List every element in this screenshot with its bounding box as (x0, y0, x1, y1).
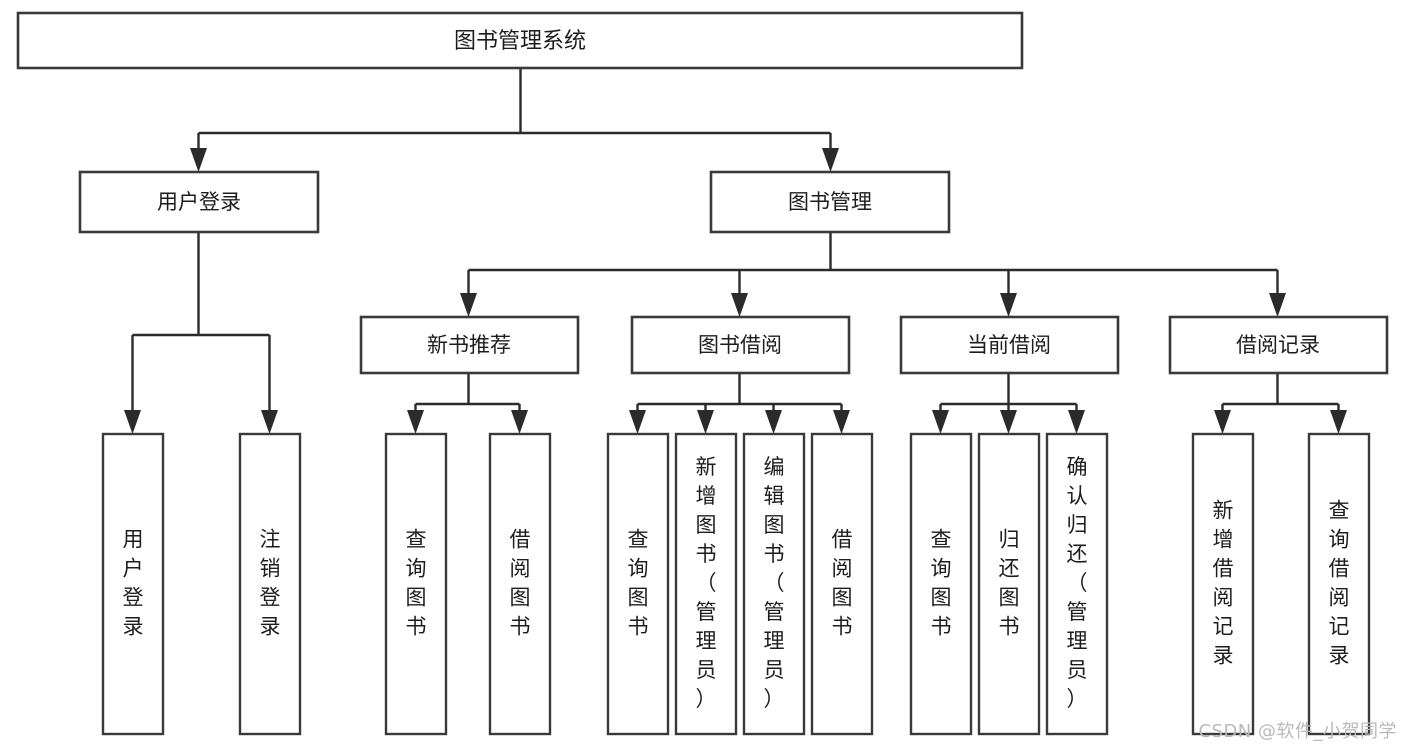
leaf-query-book-2-box[interactable] (606, 432, 670, 736)
leaf-borrow-book-2-label: 借阅图书 (832, 528, 853, 639)
leaf-add-record[interactable]: 新增借阅记录 (1191, 432, 1255, 736)
node-root-label: 图书管理系统 (454, 29, 586, 54)
node-new-book-recommend-box[interactable] (359, 315, 580, 375)
node-current-borrow-label: 当前借阅 (967, 333, 1051, 357)
leaf-add-book-box[interactable] (674, 432, 738, 736)
leaf-user-login[interactable]: 用户登录 (101, 432, 165, 736)
leaf-add-record-box[interactable] (1191, 432, 1255, 736)
leaf-edit-book[interactable]: 编辑图书（管理员） (742, 432, 806, 736)
leaf-borrow-book-1-box[interactable] (488, 432, 552, 736)
leaf-query-record[interactable]: 查询借阅记录 (1307, 432, 1371, 736)
node-root-box[interactable] (16, 11, 1024, 70)
node-book-borrow[interactable]: 图书借阅 (630, 315, 851, 375)
arrow-head-leaf-borrow-book-2 (833, 410, 850, 434)
connector-layer (124, 68, 1347, 434)
node-root[interactable]: 图书管理系统 (16, 11, 1024, 70)
leaf-borrow-book-1-label: 借阅图书 (510, 528, 531, 639)
node-book-borrow-box[interactable] (630, 315, 851, 375)
node-borrow-record-label: 借阅记录 (1236, 333, 1320, 357)
leaf-query-book-1-box[interactable] (384, 432, 448, 736)
leaf-query-record-box[interactable] (1307, 432, 1371, 736)
arrow-head-book-borrow (731, 293, 748, 317)
leaf-borrow-book-2-box[interactable] (810, 432, 874, 736)
arrow-head-current-borrow (1000, 293, 1017, 317)
node-borrow-record-box[interactable] (1168, 315, 1389, 375)
node-new-book-recommend-label: 新书推荐 (427, 333, 511, 357)
arrow-head-leaf-edit-book (765, 410, 782, 434)
arrow-head-leaf-logout-login (261, 410, 278, 434)
node-borrow-record[interactable]: 借阅记录 (1168, 315, 1389, 375)
csdn-watermark: CSDN @软件_小贺同学 (1198, 721, 1397, 742)
leaf-query-book-1-label: 查询图书 (406, 528, 427, 639)
arrow-head-leaf-query-record (1330, 410, 1347, 434)
leaf-query-book-2[interactable]: 查询图书 (606, 432, 670, 736)
node-current-borrow-box[interactable] (899, 315, 1120, 375)
leaf-return-book-box[interactable] (977, 432, 1041, 736)
leaf-add-book[interactable]: 新增图书（管理员） (674, 432, 738, 736)
leaf-confirm-return-label: 确认归还（管理员） (1067, 455, 1088, 711)
node-user-login-box[interactable] (78, 170, 320, 234)
leaf-user-login-label: 用户登录 (123, 528, 144, 639)
node-new-book-recommend[interactable]: 新书推荐 (359, 315, 580, 375)
leaf-borrow-book-2[interactable]: 借阅图书 (810, 432, 874, 736)
leaf-edit-book-box[interactable] (742, 432, 806, 736)
arrow-head-leaf-confirm-return (1068, 410, 1085, 434)
arrow-head-leaf-query-book-1 (407, 410, 424, 434)
arrow-head-leaf-user-login (124, 410, 141, 434)
leaf-query-book-1[interactable]: 查询图书 (384, 432, 448, 736)
arrow-head-user-login (190, 148, 207, 172)
leaf-query-book-3-label: 查询图书 (931, 528, 952, 639)
node-book-manage[interactable]: 图书管理 (709, 170, 951, 234)
leaf-logout-login-box[interactable] (238, 432, 302, 736)
leaf-query-record-label: 查询借阅记录 (1329, 499, 1350, 668)
arrow-head-leaf-query-book-3 (932, 410, 949, 434)
node-book-borrow-label: 图书借阅 (698, 333, 782, 357)
leaf-confirm-return[interactable]: 确认归还（管理员） (1045, 432, 1109, 736)
leaf-return-book[interactable]: 归还图书 (977, 432, 1041, 736)
node-user-login-label: 用户登录 (157, 190, 241, 214)
leaf-logout-login-label: 注销登录 (260, 528, 281, 639)
leaf-add-record-label: 新增借阅记录 (1213, 499, 1234, 668)
node-book-manage-label: 图书管理 (788, 190, 872, 214)
leaf-return-book-label: 归还图书 (999, 528, 1020, 639)
leaf-query-book-3-box[interactable] (909, 432, 973, 736)
arrow-head-leaf-return-book (1000, 410, 1017, 434)
node-book-manage-box[interactable] (709, 170, 951, 234)
leaf-add-book-label: 新增图书（管理员） (696, 455, 717, 711)
leaf-query-book-3[interactable]: 查询图书 (909, 432, 973, 736)
arrow-head-leaf-borrow-book-1 (511, 410, 528, 434)
leaf-query-book-2-label: 查询图书 (628, 528, 649, 639)
arrow-head-leaf-query-book-2 (629, 410, 646, 434)
leaf-confirm-return-box[interactable] (1045, 432, 1109, 736)
arrow-head-borrow-record (1269, 293, 1286, 317)
arrow-head-leaf-add-book (697, 410, 714, 434)
leaf-edit-book-label: 编辑图书（管理员） (764, 455, 785, 711)
arrow-head-new-book-recommend (460, 293, 477, 317)
node-current-borrow[interactable]: 当前借阅 (899, 315, 1120, 375)
arrow-head-book-manage (822, 148, 839, 172)
leaf-user-login-box[interactable] (101, 432, 165, 736)
leaf-logout-login[interactable]: 注销登录 (238, 432, 302, 736)
arrow-head-leaf-add-record (1214, 410, 1231, 434)
leaf-borrow-book-1[interactable]: 借阅图书 (488, 432, 552, 736)
node-user-login[interactable]: 用户登录 (78, 170, 320, 234)
